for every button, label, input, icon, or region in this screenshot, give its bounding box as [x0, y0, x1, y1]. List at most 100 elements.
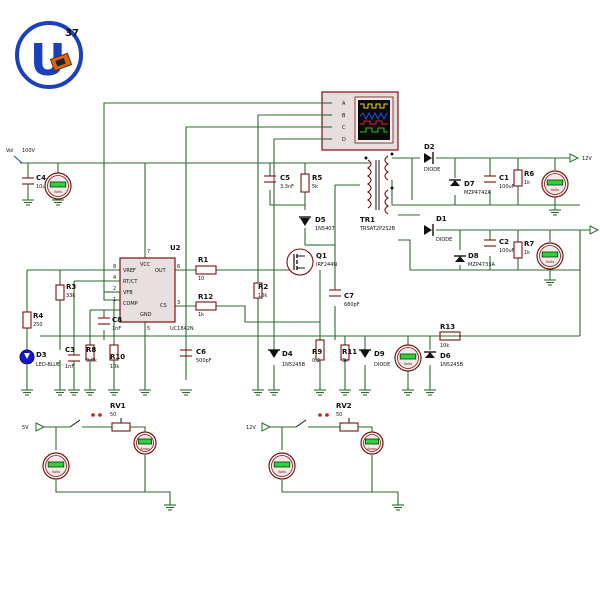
r6-label: R6	[524, 170, 534, 178]
r9-value: 0.2	[312, 358, 320, 364]
c8-label: C8	[112, 316, 122, 324]
r2-label: R2	[258, 283, 268, 291]
ground-icon	[339, 389, 351, 396]
voltmeter-12v-input: Volts	[268, 452, 296, 480]
r13-value: 10k	[440, 343, 449, 349]
d3-value: LED-BLUE	[36, 362, 60, 368]
capacitor-c1: C1 100uF	[484, 174, 515, 190]
diode-d1: D1 DIODE	[424, 215, 452, 243]
d6-label: D6	[440, 352, 451, 360]
diode-d4: D4 1N5245B	[268, 349, 306, 368]
c8-value: 1nF	[112, 326, 121, 332]
ground-icon	[392, 504, 404, 511]
u2-pin-cs: CS	[160, 303, 167, 309]
r5-value: 5k	[312, 184, 318, 190]
vol-probe-label: Vol	[6, 148, 13, 154]
ground-icon	[180, 389, 192, 396]
tr1-value: TRSAT2P2S2B	[359, 226, 396, 232]
meter-display	[49, 181, 67, 188]
meter-unit-volts: Volts	[404, 362, 413, 366]
scope-trace-d	[360, 127, 388, 133]
ground-icon	[252, 389, 264, 396]
r1-value: 10	[198, 276, 204, 282]
u2-pinnum-8: 8	[113, 264, 116, 270]
u2-pinnum-3: 3	[177, 300, 180, 306]
capacitor-c3: C3 1nF	[65, 346, 80, 390]
scope-pin-c: C	[342, 125, 346, 131]
ground-icon	[544, 279, 556, 286]
diode-d5: D5 1N5407	[299, 216, 335, 232]
u2-pinnum-2: 2	[113, 286, 116, 292]
mosfet-q1: Q1 IRF244N	[286, 248, 337, 276]
ground-icon	[54, 389, 66, 396]
c5-value: 3.3nF	[280, 184, 294, 190]
d4-label: D4	[282, 350, 293, 358]
u2-value: UC1842N	[170, 326, 194, 332]
resistor-r2: R2 10k	[253, 282, 268, 299]
meter-unit-volts: Volts	[546, 260, 555, 264]
meter-unit-volts: Volts	[278, 470, 287, 474]
ground-icon	[164, 504, 176, 511]
d2-value: DIODE	[424, 167, 440, 173]
r1-label: R1	[198, 256, 208, 264]
ground-icon	[549, 209, 561, 216]
transformer-tr1: TR1 TRSAT2P2S2B	[359, 152, 396, 232]
scope-pin-d: D	[342, 137, 346, 143]
resistor-r9: R9 0.2	[312, 339, 325, 364]
ground-icon	[424, 389, 436, 396]
u2-pin-vref: VREF	[123, 268, 136, 274]
r10-label: R10	[110, 353, 125, 361]
ground-icon	[402, 389, 414, 396]
d5-label: D5	[315, 216, 326, 224]
resistor-r8: R8 9.6k	[85, 344, 97, 364]
meter-display	[273, 461, 291, 468]
d8-value: MZP4733A	[468, 262, 495, 268]
scope-screen	[358, 100, 390, 140]
capacitor-c8: C8 1nF	[98, 316, 122, 332]
resistor-r13: R13 10k	[439, 323, 461, 349]
r7-label: R7	[524, 240, 534, 248]
diode-d7: D7 MZP4742A	[449, 179, 491, 196]
scope-pin-a: A	[342, 101, 346, 107]
ground-icon	[314, 389, 326, 396]
c7-value: 680pF	[344, 302, 360, 308]
resistor-r10: R10 10k	[109, 344, 125, 370]
meter-unit-volts: Volts	[52, 470, 61, 474]
vol-probe-value: 100V	[22, 148, 36, 154]
c2-label: C2	[499, 238, 509, 246]
meter-display	[399, 353, 417, 360]
r4-label: R4	[33, 312, 43, 320]
r3-label: R3	[66, 283, 76, 291]
q1-label: Q1	[316, 252, 327, 260]
ground-icon	[68, 389, 80, 396]
logo-chip-icon	[49, 52, 73, 72]
capacitor-c5: C5 3.3nF	[264, 174, 294, 190]
meter-unit-amps: Amps	[140, 447, 150, 451]
ground-icon	[108, 389, 120, 396]
resistor-r3: R3 33k	[55, 283, 76, 301]
resistor-r7: R7 1k	[513, 240, 534, 259]
meter-unit-volts: Volts	[551, 188, 560, 192]
ground-icon	[359, 389, 371, 396]
ammeter-5v-input: Amps	[133, 431, 157, 455]
u2-pin-comp: COMP	[123, 301, 138, 307]
rv2-value: 50	[336, 412, 342, 418]
input-5v-label: 5V	[22, 425, 29, 431]
meter-display	[47, 461, 65, 468]
meter-display	[541, 251, 559, 258]
r3-value: 33k	[66, 293, 75, 299]
capacitor-c2: C2 100uF	[484, 238, 515, 254]
u2-label: U2	[170, 244, 181, 252]
meter-display	[137, 438, 152, 445]
d7-label: D7	[464, 180, 475, 188]
r7-value: 1k	[524, 250, 530, 256]
led-d3: D3 LED-BLUE	[19, 349, 60, 368]
capacitor-c6: C6 500pF	[180, 348, 212, 364]
d1-value: DIODE	[436, 237, 452, 243]
voltmeter-12v-output: Volts	[541, 170, 569, 198]
meter-unit-volts: Volts	[54, 190, 63, 194]
oscilloscope: A B C D	[321, 91, 399, 151]
diode-d8: D8 MZP4733A	[454, 252, 495, 268]
diode-d9: D9 DIODE	[359, 349, 390, 368]
